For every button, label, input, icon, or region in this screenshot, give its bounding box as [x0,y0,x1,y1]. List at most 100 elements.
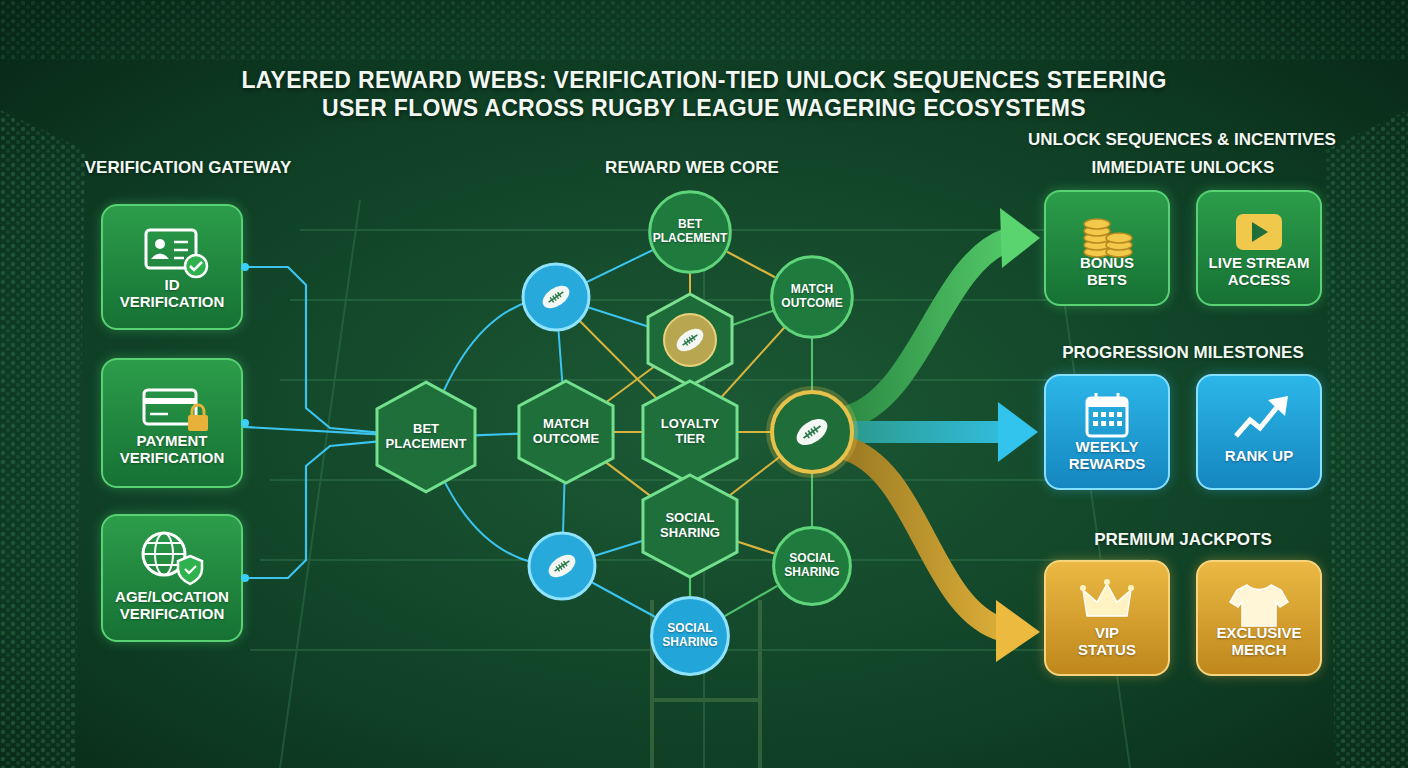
flow-arrow [998,402,1038,462]
calendar-icon [1087,393,1127,436]
payment-card-icon [144,390,196,424]
flow-arrow [1000,208,1040,268]
stadium-backdrop [1325,110,1408,768]
calendar-icon [1117,412,1122,417]
stadium-backdrop [0,110,85,768]
connector-dot [241,263,249,271]
web-link [473,434,520,436]
icon-node [539,281,574,313]
crown-icon [1080,585,1086,591]
web-circle: MATCH OUTCOME [770,255,854,339]
globe-shield-icon [143,533,185,575]
hexagon-outline [643,475,737,577]
flow-arrow [845,448,1004,630]
icon-node [529,533,595,599]
section-heading: REWARD WEB CORE [472,157,912,179]
verification-box: AGE/LOCATION VERIFICATION [101,514,243,642]
reward-box: EXCLUSIVE MERCH [1196,560,1322,676]
web-circle: SOCIAL SHARING [772,526,852,606]
reward-box: BONUS BETS [1044,190,1170,306]
shirt-icon [1230,585,1288,626]
rank-arrow-icon [1236,396,1288,436]
icon-node [648,294,732,386]
coins-icon [1084,219,1132,257]
node-label: MATCH OUTCOME [528,417,604,447]
node-label: SOCIAL SHARING [777,552,847,580]
payment-card-icon [188,415,208,431]
section-heading: PROGRESSION MILESTONES [963,342,1403,364]
id-card-icon [190,262,202,270]
web-link [243,427,379,434]
payment-card-icon [144,398,196,404]
icon-node [792,414,832,451]
circle-outline [774,528,851,605]
circle-outline [650,192,731,273]
node-label: BONUS BETS [1072,254,1142,289]
node-label: BET PLACEMENT [384,422,468,452]
crown-icon [1083,584,1131,616]
web-circle: BET PLACEMENT [648,190,732,274]
web-hexagon: BET PLACEMENT [376,381,476,493]
coins-icon [1084,240,1110,250]
crown-icon [1080,579,1134,616]
hexagon-outline [377,382,475,492]
web-link [243,441,379,578]
node-label: MATCH OUTCOME [774,283,850,311]
play-icon [1236,214,1282,250]
coins-icon [1084,219,1110,229]
node-label: LOYALTY TIER [655,417,725,447]
node-label: BET PLACEMENT [652,218,728,246]
globe-shield-icon [155,533,173,575]
icon-node [673,324,708,356]
node-label: RANK UP [1225,447,1293,464]
reward-box: WEEKLY REWARDS [1044,374,1170,490]
node-label: LIVE STREAM ACCESS [1204,254,1314,289]
calendar-icon [1101,412,1106,417]
payment-card-icon [144,390,208,431]
circle-outline [772,257,853,338]
web-hexagon: SOCIAL SHARING [642,474,738,578]
id-card-icon [146,230,207,277]
rank-arrow-icon [1236,406,1278,436]
flow-arrow [845,240,1008,418]
field-markings [652,600,760,768]
payment-card-icon [150,413,168,416]
icon-node [664,314,716,366]
node-label: WEEKLY REWARDS [1062,438,1152,473]
field-markings [250,200,1160,768]
globe-shield-icon [143,543,185,565]
crown-icon [1104,579,1110,585]
play-icon [1252,222,1268,242]
web-hexagon: LOYALTY TIER [642,380,738,484]
coins-icon [1106,233,1132,243]
calendar-icon [1101,421,1106,426]
connector-dot [241,263,249,582]
node-label: AGE/LOCATION VERIFICATION [113,588,231,623]
node-label: EXCLUSIVE MERCH [1209,624,1309,659]
icon-node [523,264,589,330]
id-card-icon [174,242,188,258]
icon-node [772,392,852,472]
coins-icon [1084,226,1110,236]
circle-outline [652,598,729,675]
calendar-icon [1109,412,1114,417]
flow-arrow [845,208,1040,662]
web-link-line [426,232,812,636]
play-icon [1236,214,1282,250]
web-link [243,267,379,433]
verification-box: ID VERIFICATION [101,204,243,330]
payment-card-icon [192,405,204,416]
section-heading: PREMIUM JACKPOTS [963,529,1403,551]
calendar-icon [1087,398,1127,436]
shirt-icon [1230,585,1288,626]
id-card-icon [155,239,165,249]
reward-box: VIP STATUS [1044,560,1170,676]
globe-shield-icon [185,566,196,573]
diagram-title: LAYERED REWARD WEBS: VERIFICATION-TIED U… [234,66,1174,122]
globe-shield-icon [143,533,202,584]
calendar-icon [1117,421,1122,426]
web-link [612,431,645,433]
